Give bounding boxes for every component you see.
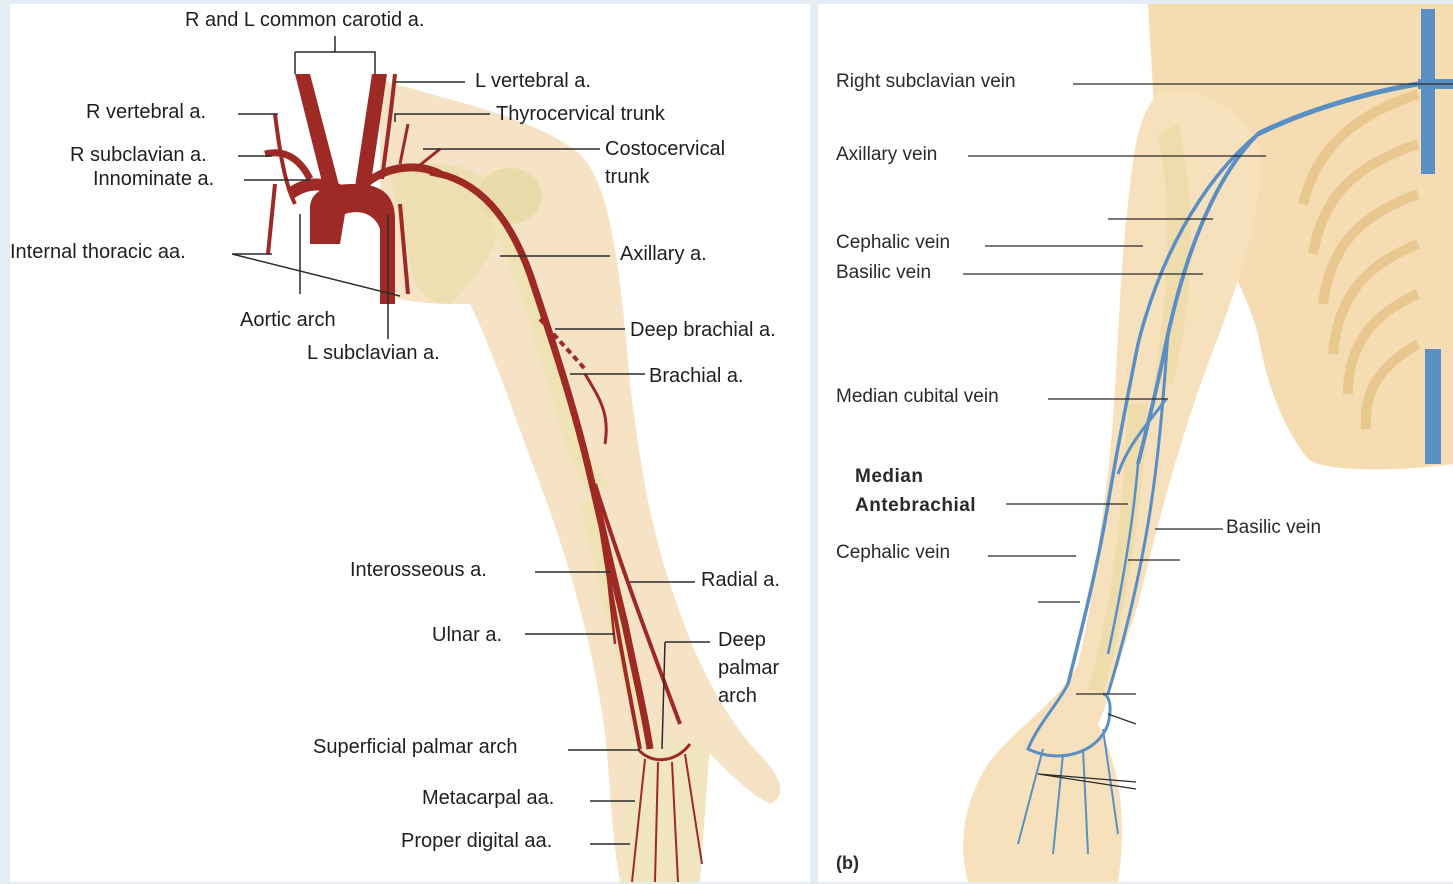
label-internal-thoracic: Internal thoracic aa. <box>10 241 186 263</box>
label-proper-digital: Proper digital aa. <box>401 830 552 852</box>
label-basilic-vein-forearm: Basilic vein <box>1226 517 1321 539</box>
humeral-head <box>478 168 542 224</box>
label-thyrocervical: Thyrocervical trunk <box>496 103 665 125</box>
label-deep-palmar-2: palmar <box>718 657 779 679</box>
label-brachial: Brachial a. <box>649 365 744 387</box>
label-common-carotid: R and L common carotid a. <box>185 9 424 31</box>
label-l-vertebral: L vertebral a. <box>475 70 591 92</box>
label-superficial-palmar: Superficial palmar arch <box>313 736 518 758</box>
label-axillary-vein: Axillary vein <box>836 144 937 166</box>
label-axillary: Axillary a. <box>620 243 707 265</box>
label-deep-palmar-3: arch <box>718 685 757 707</box>
label-deep-brachial: Deep brachial a. <box>630 319 776 341</box>
label-aortic-arch: Aortic arch <box>240 309 336 331</box>
common-carotid-right <box>295 74 340 194</box>
veins-illustration <box>818 4 1453 882</box>
label-median-antebrachial-2: Antebrachial <box>855 495 976 517</box>
label-ulnar: Ulnar a. <box>432 624 502 646</box>
label-basilic-vein: Basilic vein <box>836 262 931 284</box>
veins-panel: Right subclavian vein Axillary vein Ceph… <box>818 4 1453 882</box>
label-radial: Radial a. <box>701 569 780 591</box>
label-l-subclavian: L subclavian a. <box>307 342 440 364</box>
label-panel-letter: (b) <box>836 852 859 874</box>
arteries-panel: R and L common carotid a. L vertebral a.… <box>10 4 810 882</box>
label-deep-palmar-1: Deep <box>718 629 766 651</box>
label-right-subclavian-vein: Right subclavian vein <box>836 71 1016 93</box>
label-interosseous: Interosseous a. <box>350 559 487 581</box>
label-median-antebrachial-1: Median <box>855 466 923 488</box>
aortic-arch-shape <box>310 184 395 304</box>
label-costocervical-2: trunk <box>605 166 649 188</box>
label-r-subclavian: R subclavian a. <box>70 144 207 166</box>
label-costocervical-1: Costocervical <box>605 138 725 160</box>
label-r-vertebral: R vertebral a. <box>86 101 206 123</box>
label-innominate: Innominate a. <box>93 168 214 190</box>
internal-thoracic-r <box>268 184 275 254</box>
label-cephalic-vein: Cephalic vein <box>836 232 950 254</box>
label-median-cubital-vein: Median cubital vein <box>836 386 999 408</box>
label-cephalic-vein-forearm: Cephalic vein <box>836 542 950 564</box>
label-metacarpal: Metacarpal aa. <box>422 787 554 809</box>
